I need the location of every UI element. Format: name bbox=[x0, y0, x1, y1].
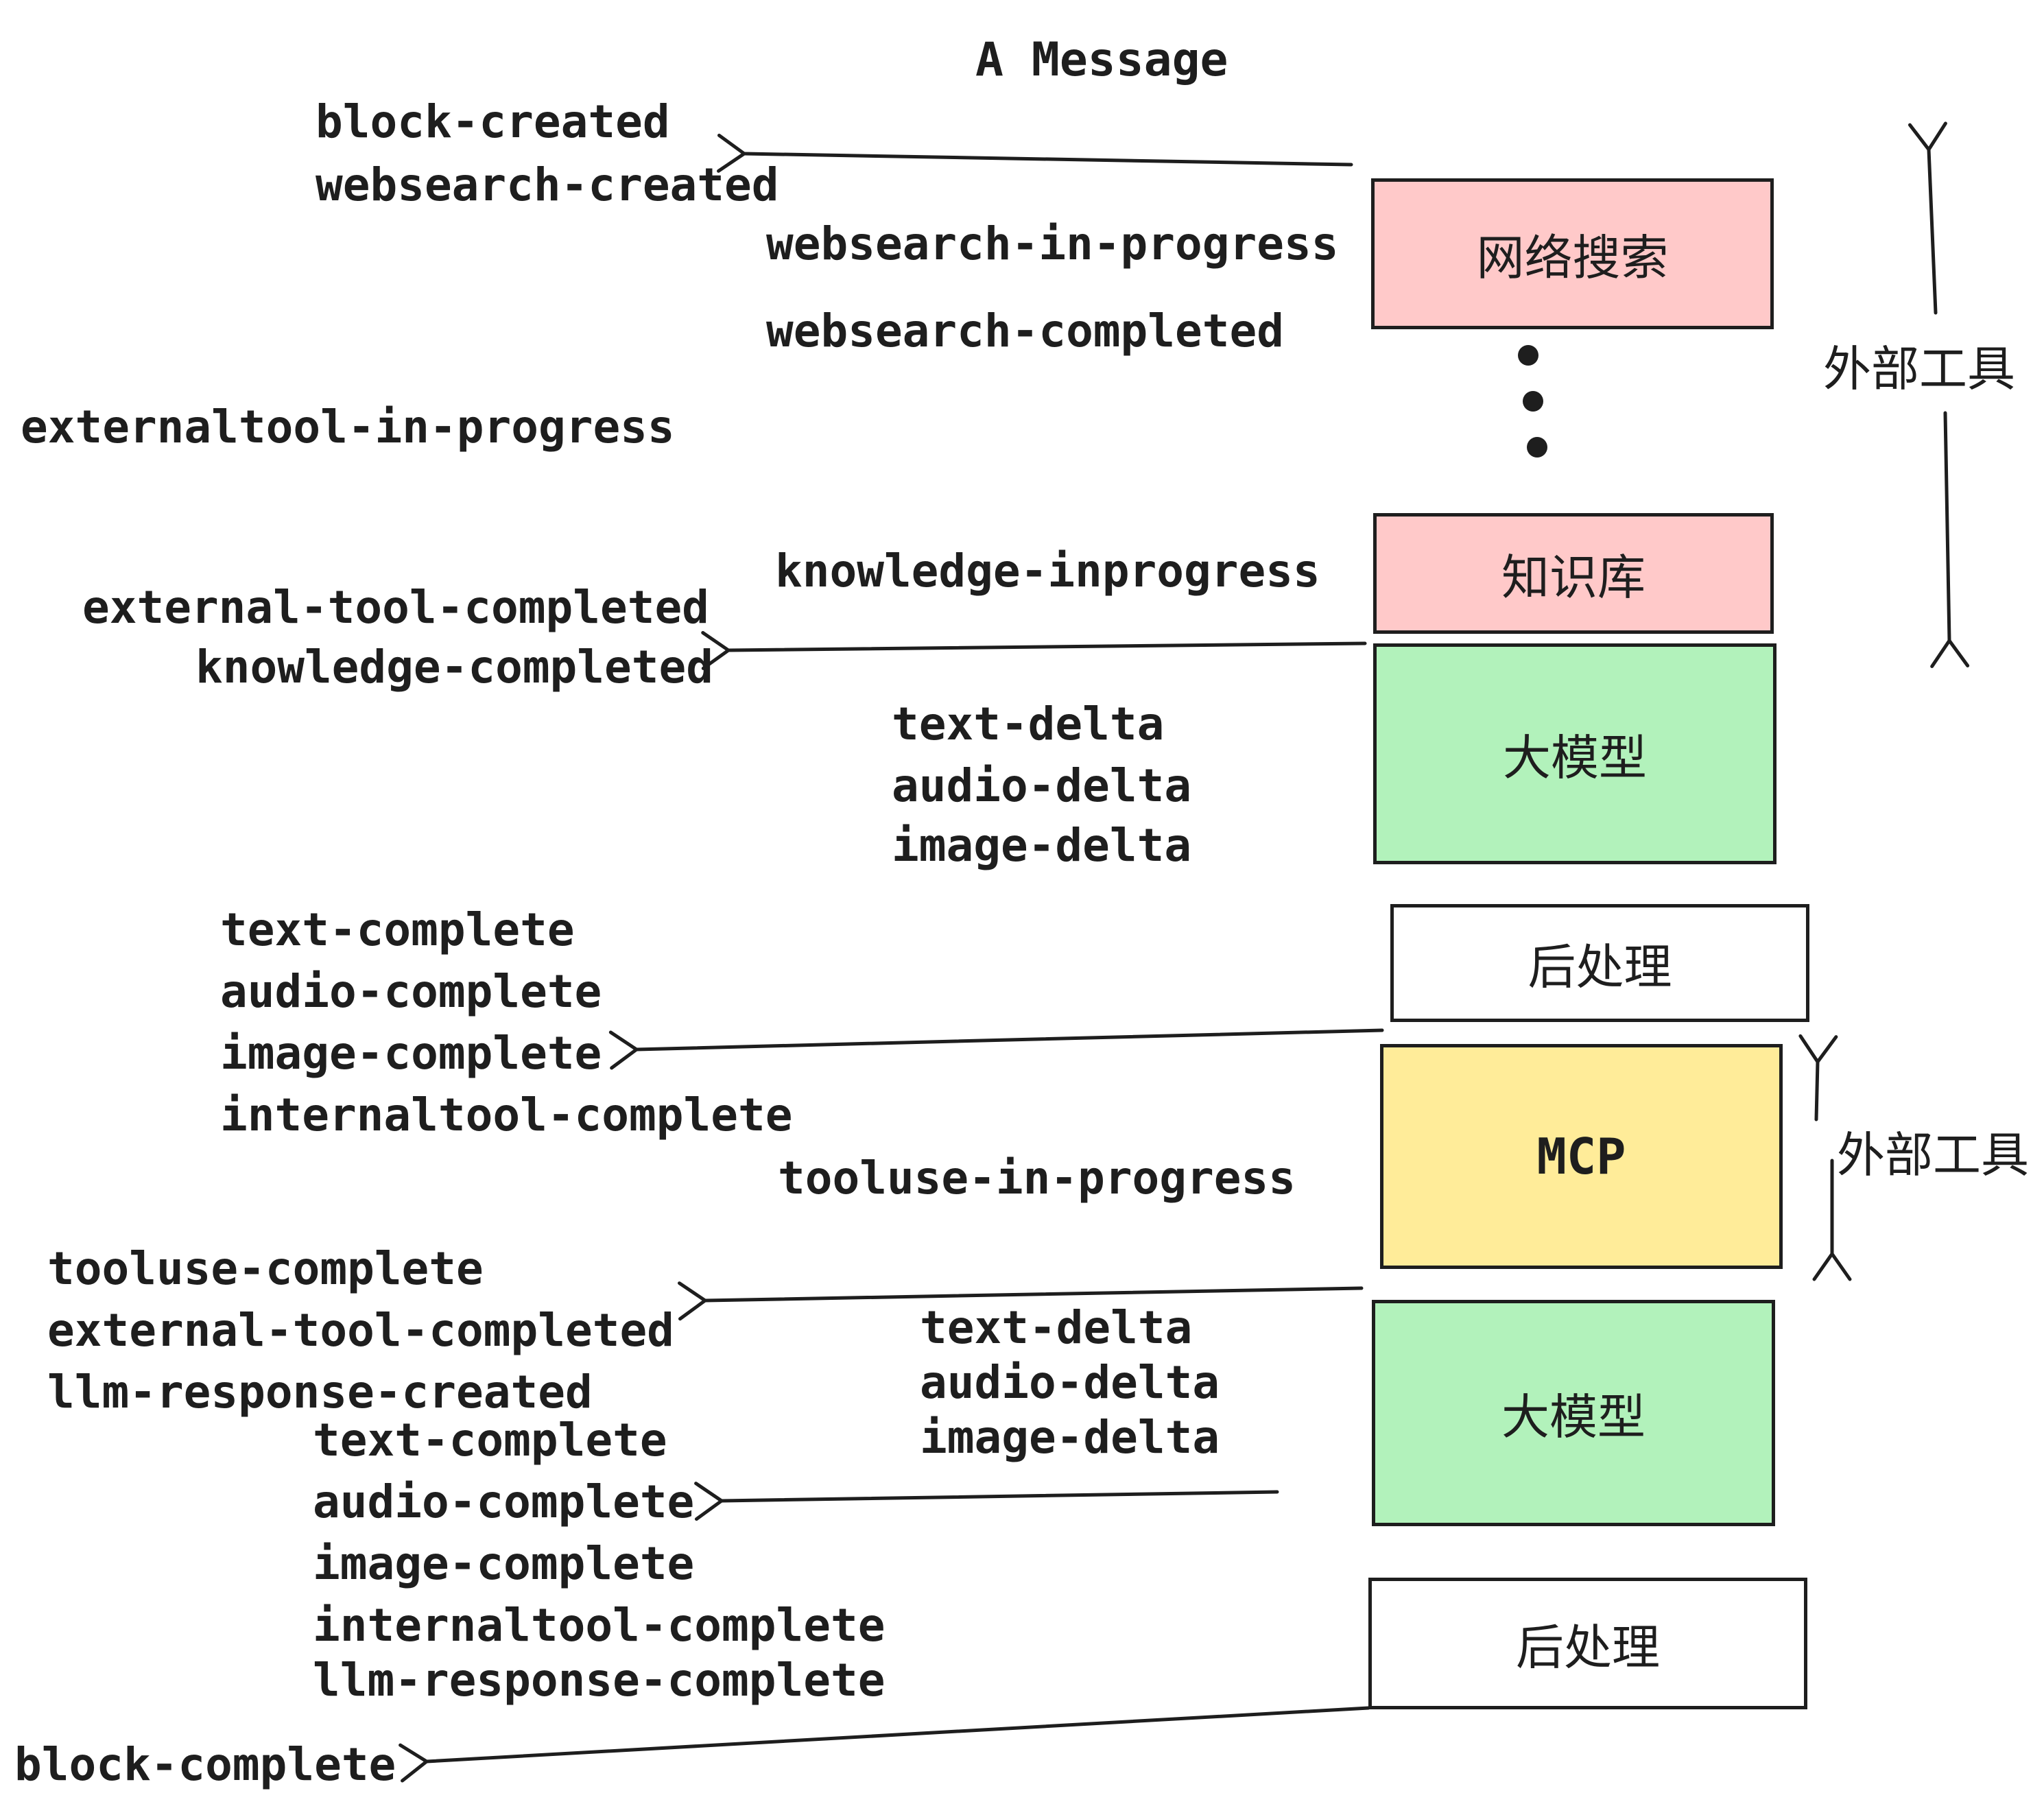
box-websearch: 网络搜索 bbox=[1371, 178, 1774, 329]
event-audio-delta-1: audio-delta bbox=[892, 759, 1192, 812]
event-block-created: block-created bbox=[316, 95, 670, 148]
event-external-tool-completed-1: external-tool-completed bbox=[82, 581, 709, 634]
box-knowledge-base-label: 知识库 bbox=[1501, 549, 1645, 606]
event-externaltool-in-progress: externaltool-in-progress bbox=[21, 401, 675, 453]
event-audio-delta-2: audio-delta bbox=[920, 1356, 1220, 1409]
event-llm-response-complete: llm-response-complete bbox=[313, 1654, 886, 1707]
event-image-delta-1: image-delta bbox=[892, 819, 1192, 872]
event-text-complete-1: text-complete bbox=[220, 903, 575, 956]
vertical-ellipsis-dots bbox=[1518, 345, 1547, 458]
event-audio-complete-1: audio-complete bbox=[220, 965, 602, 1018]
event-block-complete: block-complete bbox=[14, 1738, 396, 1791]
event-image-complete-1: image-complete bbox=[220, 1027, 602, 1080]
event-text-delta-2: text-delta bbox=[920, 1301, 1193, 1354]
external-tools-mid-up-arrow bbox=[1798, 1034, 1838, 1121]
box-mcp-label: MCP bbox=[1536, 1128, 1626, 1185]
event-text-delta-1: text-delta bbox=[892, 698, 1165, 750]
external-tools-top-down-arrow bbox=[1930, 411, 1970, 668]
event-internaltool-complete-2: internaltool-complete bbox=[313, 1599, 886, 1652]
box-mcp: MCP bbox=[1380, 1044, 1783, 1269]
box-postprocess-1-label: 后处理 bbox=[1528, 938, 1672, 995]
event-knowledge-completed: knowledge-completed bbox=[195, 641, 713, 693]
arrow-post1-to-image-complete bbox=[608, 1028, 1384, 1070]
event-websearch-in-progress: websearch-in-progress bbox=[766, 217, 1339, 270]
box-llm-1-label: 大模型 bbox=[1503, 729, 1647, 786]
event-audio-complete-2: audio-complete bbox=[313, 1475, 695, 1528]
box-llm-1: 大模型 bbox=[1373, 643, 1776, 864]
external-tools-mid-label: 外部工具 bbox=[1837, 1127, 2029, 1183]
box-llm-2-label: 大模型 bbox=[1501, 1388, 1645, 1445]
event-websearch-completed: websearch-completed bbox=[766, 305, 1284, 357]
arrow-mcp-to-tooluse-complete bbox=[678, 1281, 1364, 1321]
diagram-title: A Message bbox=[975, 33, 1228, 87]
arrow-websearch-to-block-created bbox=[717, 133, 1353, 173]
event-websearch-created: websearch-created bbox=[316, 158, 779, 211]
arrow-llm2-to-audio-complete bbox=[694, 1482, 1279, 1521]
box-knowledge-base: 知识库 bbox=[1373, 513, 1774, 634]
event-llm-response-created: llm-response-created bbox=[47, 1366, 593, 1419]
box-postprocess-1: 后处理 bbox=[1390, 904, 1809, 1022]
event-text-complete-2: text-complete bbox=[313, 1414, 667, 1467]
box-postprocess-2-label: 后处理 bbox=[1516, 1619, 1660, 1676]
event-tooluse-in-progress: tooluse-in-progress bbox=[778, 1152, 1296, 1204]
box-websearch-label: 网络搜索 bbox=[1476, 229, 1669, 286]
external-tools-top-label: 外部工具 bbox=[1823, 341, 2015, 397]
external-tools-top-up-arrow bbox=[1908, 121, 1947, 315]
box-llm-2: 大模型 bbox=[1372, 1300, 1775, 1526]
event-image-delta-2: image-delta bbox=[920, 1411, 1220, 1464]
box-postprocess-2: 后处理 bbox=[1368, 1578, 1807, 1709]
arrow-post2-to-block-complete bbox=[399, 1706, 1370, 1783]
event-internaltool-complete-1: internaltool-complete bbox=[220, 1089, 793, 1141]
event-external-tool-completed-2: external-tool-completed bbox=[47, 1304, 674, 1357]
event-image-complete-2: image-complete bbox=[313, 1537, 695, 1590]
arrow-knowledge-to-knowledge-completed bbox=[701, 630, 1367, 670]
event-tooluse-complete: tooluse-complete bbox=[47, 1242, 484, 1295]
event-knowledge-inprogress: knowledge-inprogress bbox=[775, 545, 1320, 597]
